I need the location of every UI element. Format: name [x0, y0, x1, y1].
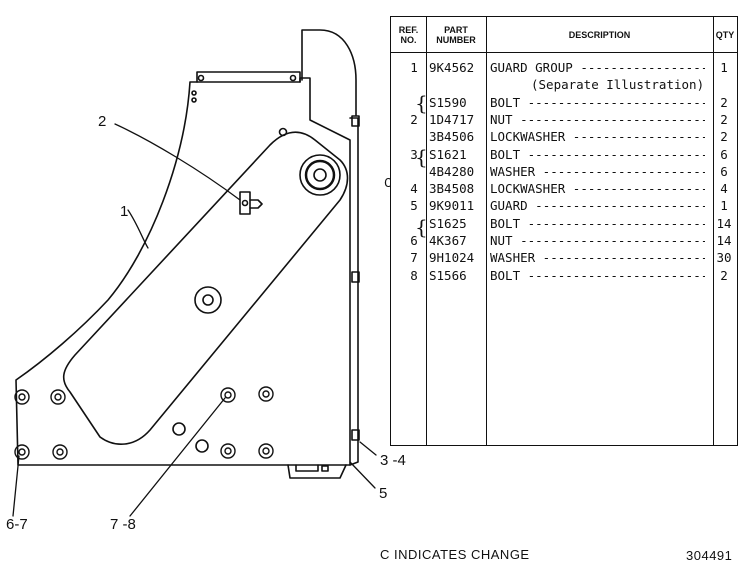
table-row: 5 9K9011 GUARD 1: [391, 197, 737, 214]
callout-7-8: 7 -8: [110, 516, 136, 533]
description: WASHER: [490, 163, 705, 180]
brace-group-2: {: [415, 91, 428, 115]
ref-no: 3: [410, 146, 418, 162]
part-number: 3B4508: [429, 181, 475, 197]
center-boss-inner: [202, 294, 214, 306]
part-number: S1625: [429, 215, 467, 231]
table-row: 7 9H1024 WASHER 30: [391, 249, 737, 266]
part-number: 9H1024: [429, 250, 475, 266]
quantity: 2: [720, 111, 728, 127]
change-note: C INDICATES CHANGE: [380, 547, 530, 562]
description: NUT: [490, 111, 705, 128]
description: WASHER: [490, 249, 705, 266]
table-row: 3 S1621 BOLT 6: [391, 146, 737, 163]
table-row: (Separate Illustration): [391, 76, 737, 93]
flange-bolt-mid: [351, 271, 360, 283]
ref-no: 5: [410, 198, 418, 214]
quantity: 2: [720, 94, 728, 110]
description: BOLT: [490, 267, 705, 284]
bearing-outer: [299, 154, 341, 196]
center-boss-outer: [194, 286, 222, 314]
quantity: 1: [720, 198, 728, 214]
callout-5: 5: [379, 485, 388, 502]
quantity: 2: [720, 129, 728, 145]
quantity: 14: [716, 233, 732, 248]
table-row: 2 1D4717 NUT 2: [391, 111, 737, 128]
table-row: 8 S1566 BOLT 2: [391, 267, 737, 284]
table-row: S1590 BOLT 2: [391, 94, 737, 111]
callout-3-4: 3 -4: [380, 452, 406, 469]
bottom-bracket: [287, 464, 347, 479]
quantity: 1: [720, 60, 728, 75]
bracket-hole-left: [197, 74, 205, 82]
table-row: S1625 BOLT 14: [391, 215, 737, 232]
description: BOLT: [490, 94, 705, 111]
part-number: 9K9011: [429, 198, 475, 214]
quantity: 6: [720, 163, 728, 179]
leader-lines: [12, 123, 377, 517]
part-number: S1566: [429, 267, 467, 283]
ref-no: 7: [410, 250, 418, 266]
quantity: 6: [720, 146, 728, 162]
part-number: S1590: [429, 94, 467, 110]
upper-housing: [301, 29, 357, 116]
header-qty: QTY: [713, 17, 737, 53]
flange-bolt-bottom: [351, 429, 360, 441]
quantity: 14: [716, 215, 732, 231]
table-row: 1 9K4562 GUARD GROUP 1: [391, 59, 737, 76]
part-number: 4B4280: [429, 163, 475, 179]
table-row: 3B4506 LOCKWASHER 2: [391, 128, 737, 145]
brace-group-3: {: [415, 145, 428, 169]
table-row: 4B4280 WASHER 6: [391, 163, 737, 180]
ref-no: 1: [410, 60, 418, 75]
illustration-number: 304491: [686, 548, 733, 563]
quantity: 4: [720, 181, 728, 197]
description: NUT: [490, 232, 705, 249]
bearing-inner: [313, 168, 327, 182]
table-row: 6 4K367 NUT 14: [391, 232, 737, 249]
header-description: DESCRIPTION: [486, 17, 713, 53]
description: (Separate Illustration): [531, 77, 705, 93]
bolt-item-2: [239, 191, 263, 215]
guard-plate-outline: [15, 77, 351, 466]
part-number: 1D4717: [429, 111, 475, 127]
ref-no: 4: [410, 181, 418, 197]
table-row: 4 3B4508 LOCKWASHER 4: [391, 180, 737, 197]
parts-list-table: REF. NO. PART NUMBER DESCRIPTION QTY 1 9K…: [390, 16, 738, 446]
part-number: 9K4562: [429, 60, 475, 75]
description: GUARD GROUP: [490, 59, 705, 76]
callout-6-7: 6-7: [6, 516, 28, 533]
right-flange: [349, 117, 359, 466]
ref-no: 6: [410, 233, 418, 248]
bracket-hole-right: [289, 74, 297, 82]
bearing-mid: [304, 159, 336, 191]
description: GUARD: [490, 197, 705, 214]
diagonal-cutout: [62, 131, 349, 445]
ref-no: 8: [410, 267, 418, 283]
flange-bolt-top: [351, 115, 360, 127]
description: BOLT: [490, 215, 705, 232]
description: BOLT: [490, 146, 705, 163]
change-marker: C: [384, 176, 392, 190]
callout-2: 2: [98, 113, 107, 130]
quantity: 30: [716, 250, 732, 266]
part-number: 4K367: [429, 233, 467, 248]
bolt-holes: [14, 386, 274, 460]
header-ref-no: REF. NO.: [391, 17, 426, 53]
ref-no: 2: [410, 111, 418, 127]
callout-1: 1: [120, 203, 129, 220]
quantity: 2: [720, 267, 728, 283]
description: LOCKWASHER: [490, 180, 705, 197]
brace-group-6: {: [415, 215, 428, 239]
part-number: S1621: [429, 146, 467, 162]
part-number: 3B4506: [429, 129, 475, 145]
description: LOCKWASHER: [490, 128, 705, 145]
header-part-number: PART NUMBER: [426, 17, 486, 53]
top-bracket: [196, 71, 301, 83]
